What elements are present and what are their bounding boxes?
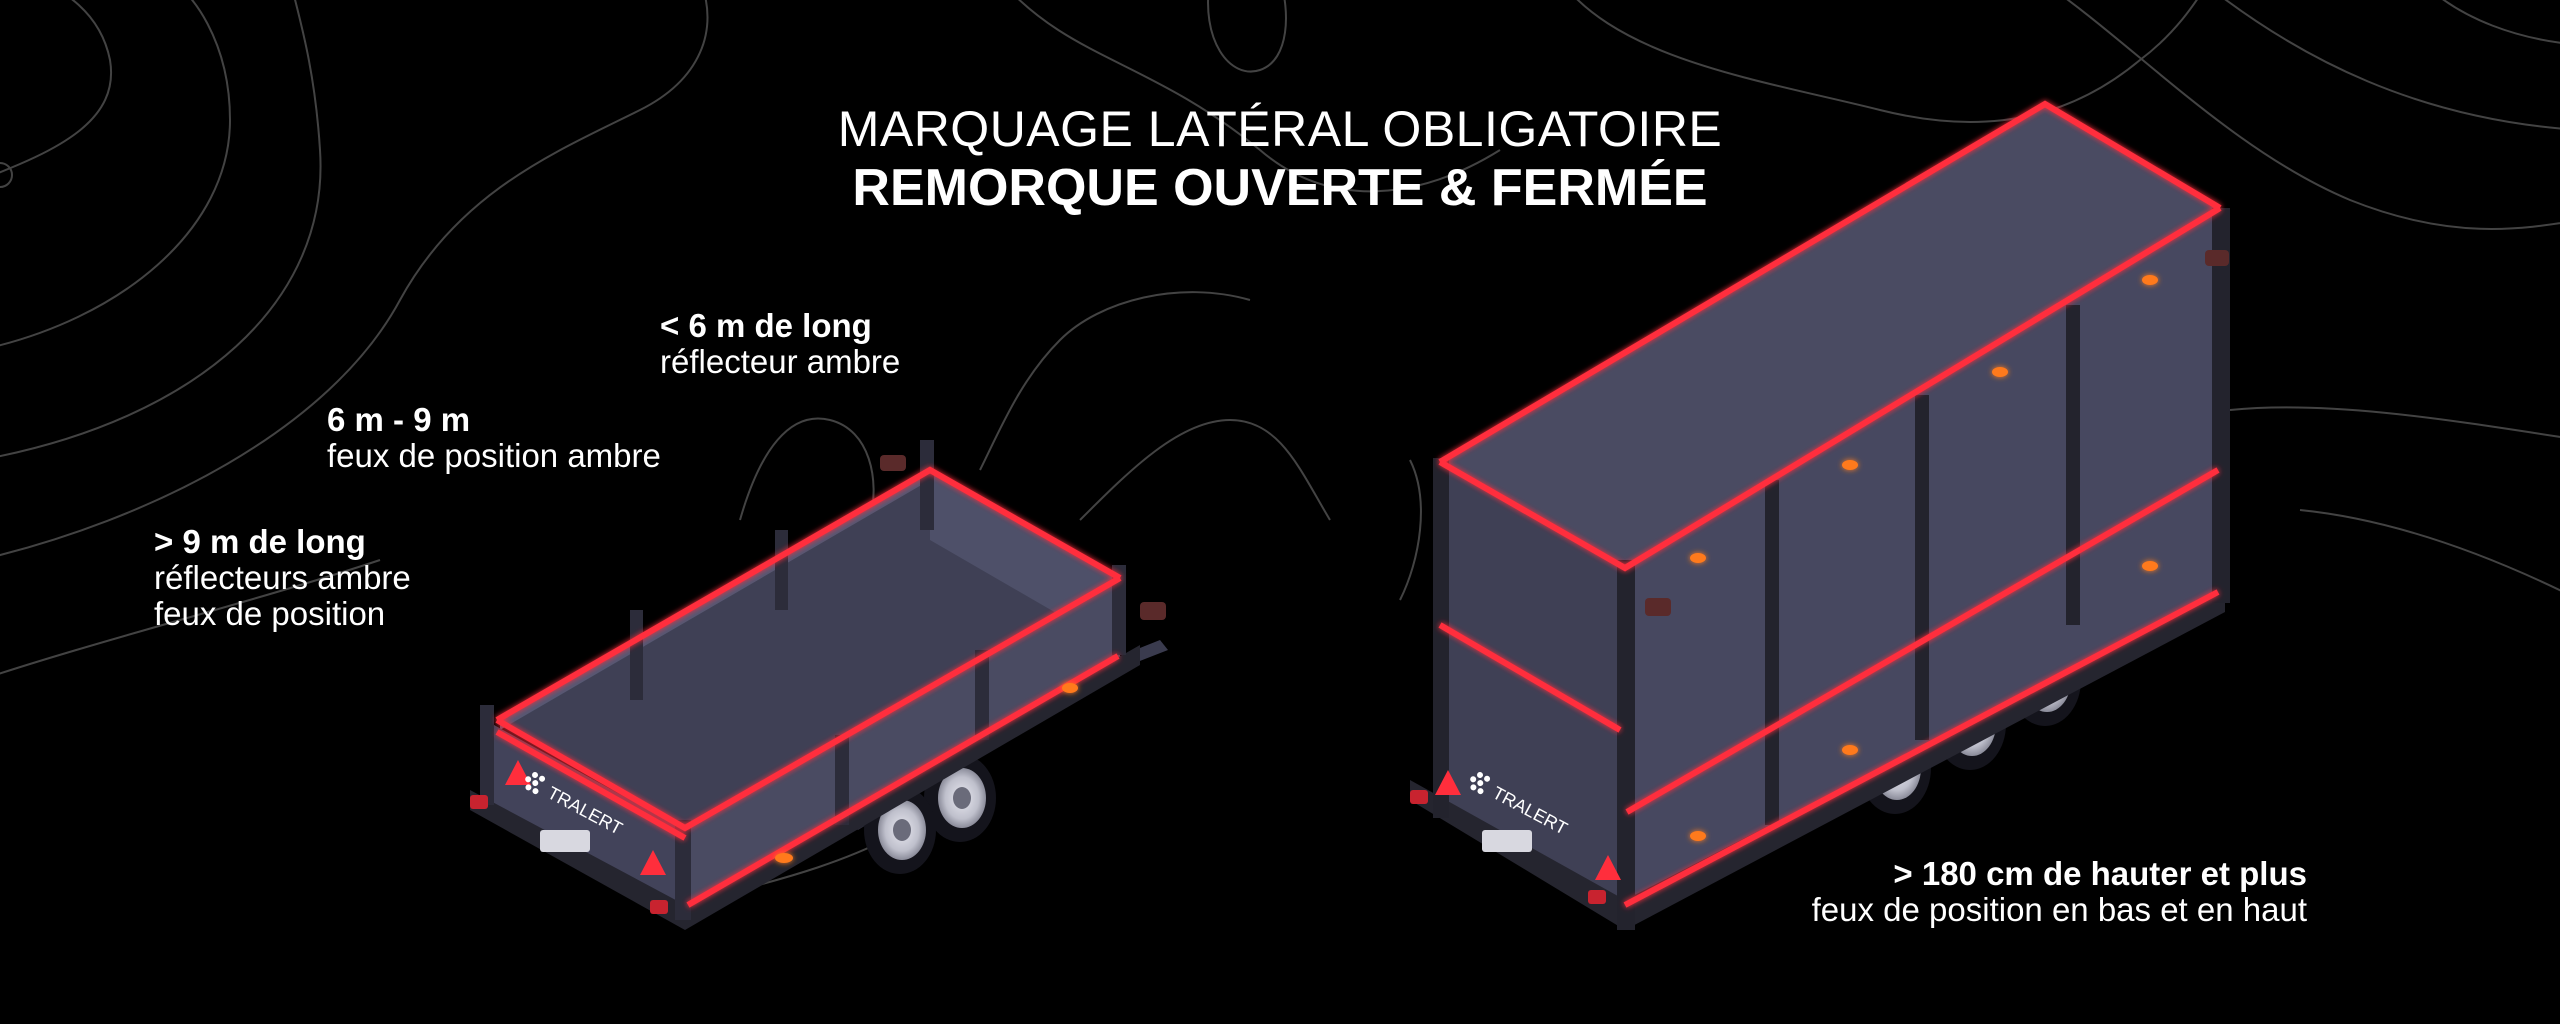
closed-trailer-amber-lights xyxy=(1690,275,2158,841)
label-over-180cm-heading: > 180 cm de hauter et plus xyxy=(1893,855,2307,892)
label-6-to-9m: 6 m - 9 m feux de position ambre xyxy=(327,402,661,474)
title-line-2: REMORQUE OUVERTE & FERMÉE xyxy=(852,159,1708,217)
label-6-to-9m-heading: 6 m - 9 m xyxy=(327,401,471,438)
label-under-6m: < 6 m de long réflecteur ambre xyxy=(660,308,900,380)
open-trailer: TRALERT xyxy=(470,440,1168,930)
label-6-to-9m-line: feux de position ambre xyxy=(327,437,661,474)
page-title: MARQUAGE LATÉRAL OBLIGATOIRE REMORQUE OU… xyxy=(0,100,2560,218)
label-over-9m-heading: > 9 m de long xyxy=(154,523,366,560)
label-over-180cm: > 180 cm de hauter et plus feux de posit… xyxy=(1812,856,2307,928)
label-over-180cm-line: feux de position en bas et en haut xyxy=(1811,891,2307,928)
open-trailer-red-tape xyxy=(495,466,1122,908)
label-under-6m-heading: < 6 m de long xyxy=(660,307,872,344)
open-trailer-amber-lights xyxy=(775,683,1078,863)
label-under-6m-line: réflecteur ambre xyxy=(660,343,901,380)
label-over-9m-line-2: feux de position xyxy=(154,595,386,632)
closed-trailer: TRALERT xyxy=(1410,100,2230,930)
label-over-9m: > 9 m de long réflecteurs ambre feux de … xyxy=(154,524,411,632)
label-over-9m-line-1: réflecteurs ambre xyxy=(154,559,411,596)
title-line-1: MARQUAGE LATÉRAL OBLIGATOIRE xyxy=(837,101,1723,157)
closed-trailer-red-tape xyxy=(1438,100,2222,908)
